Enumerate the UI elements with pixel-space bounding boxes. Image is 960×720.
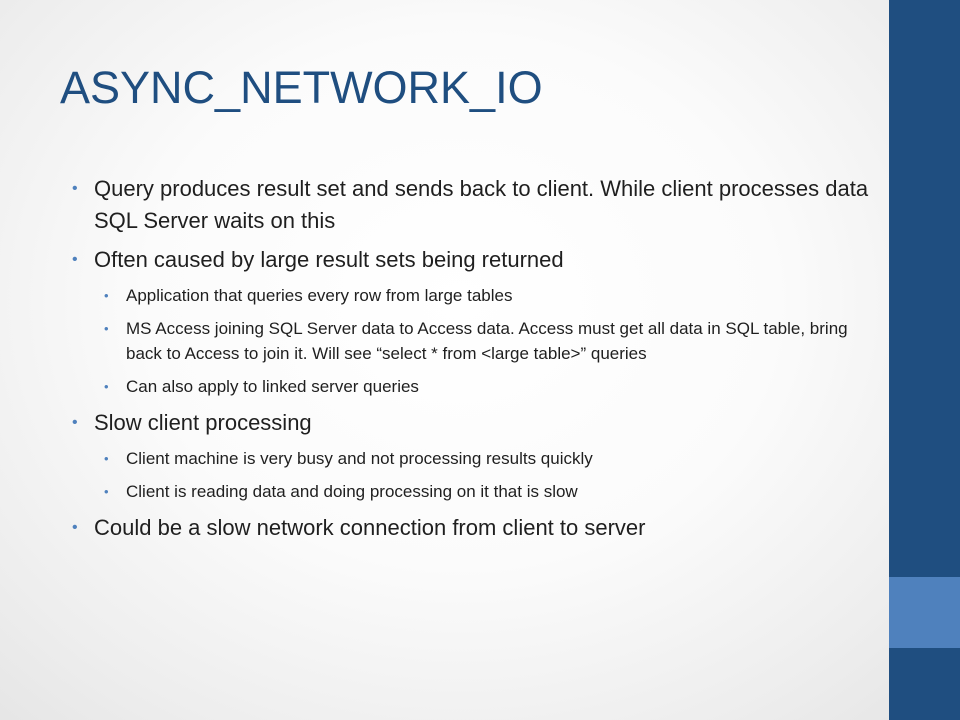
bullet-item: • Could be a slow network connection fro…: [72, 512, 872, 544]
bullet-item: • Query produces result set and sends ba…: [72, 173, 872, 237]
bullet-dot-icon: •: [72, 251, 78, 268]
bullet-dot-icon: •: [104, 321, 109, 336]
bullet-dot-icon: •: [104, 379, 109, 394]
bullet-dot-icon: •: [72, 414, 78, 431]
slide-title: ASYNC_NETWORK_IO: [60, 62, 543, 113]
bullet-dot-icon: •: [72, 180, 78, 197]
sub-bullet-item: • Application that queries every row fro…: [104, 283, 872, 308]
sub-bullet-text: MS Access joining SQL Server data to Acc…: [126, 319, 848, 363]
bullet-item: • Often caused by large result sets bein…: [72, 244, 872, 276]
bullet-text: Could be a slow network connection from …: [94, 515, 646, 540]
sub-bullet-item: • Can also apply to linked server querie…: [104, 374, 872, 399]
bullet-item: • Slow client processing: [72, 407, 872, 439]
bullet-dot-icon: •: [72, 519, 78, 536]
bullet-list: • Query produces result set and sends ba…: [72, 173, 872, 551]
sub-bullet-item: • MS Access joining SQL Server data to A…: [104, 316, 872, 366]
bullet-dot-icon: •: [104, 484, 109, 499]
bullet-dot-icon: •: [104, 451, 109, 466]
sub-bullet-item: • Client machine is very busy and not pr…: [104, 446, 872, 471]
sub-bullet-text: Application that queries every row from …: [126, 286, 513, 305]
side-accent-block: [889, 577, 960, 648]
bullet-dot-icon: •: [104, 288, 109, 303]
sub-bullet-text: Client is reading data and doing process…: [126, 482, 578, 501]
bullet-text: Query produces result set and sends back…: [94, 176, 869, 233]
sub-bullet-text: Can also apply to linked server queries: [126, 377, 419, 396]
sub-bullet-item: • Client is reading data and doing proce…: [104, 479, 872, 504]
bullet-text: Slow client processing: [94, 410, 312, 435]
sub-bullet-text: Client machine is very busy and not proc…: [126, 449, 593, 468]
bullet-text: Often caused by large result sets being …: [94, 247, 564, 272]
